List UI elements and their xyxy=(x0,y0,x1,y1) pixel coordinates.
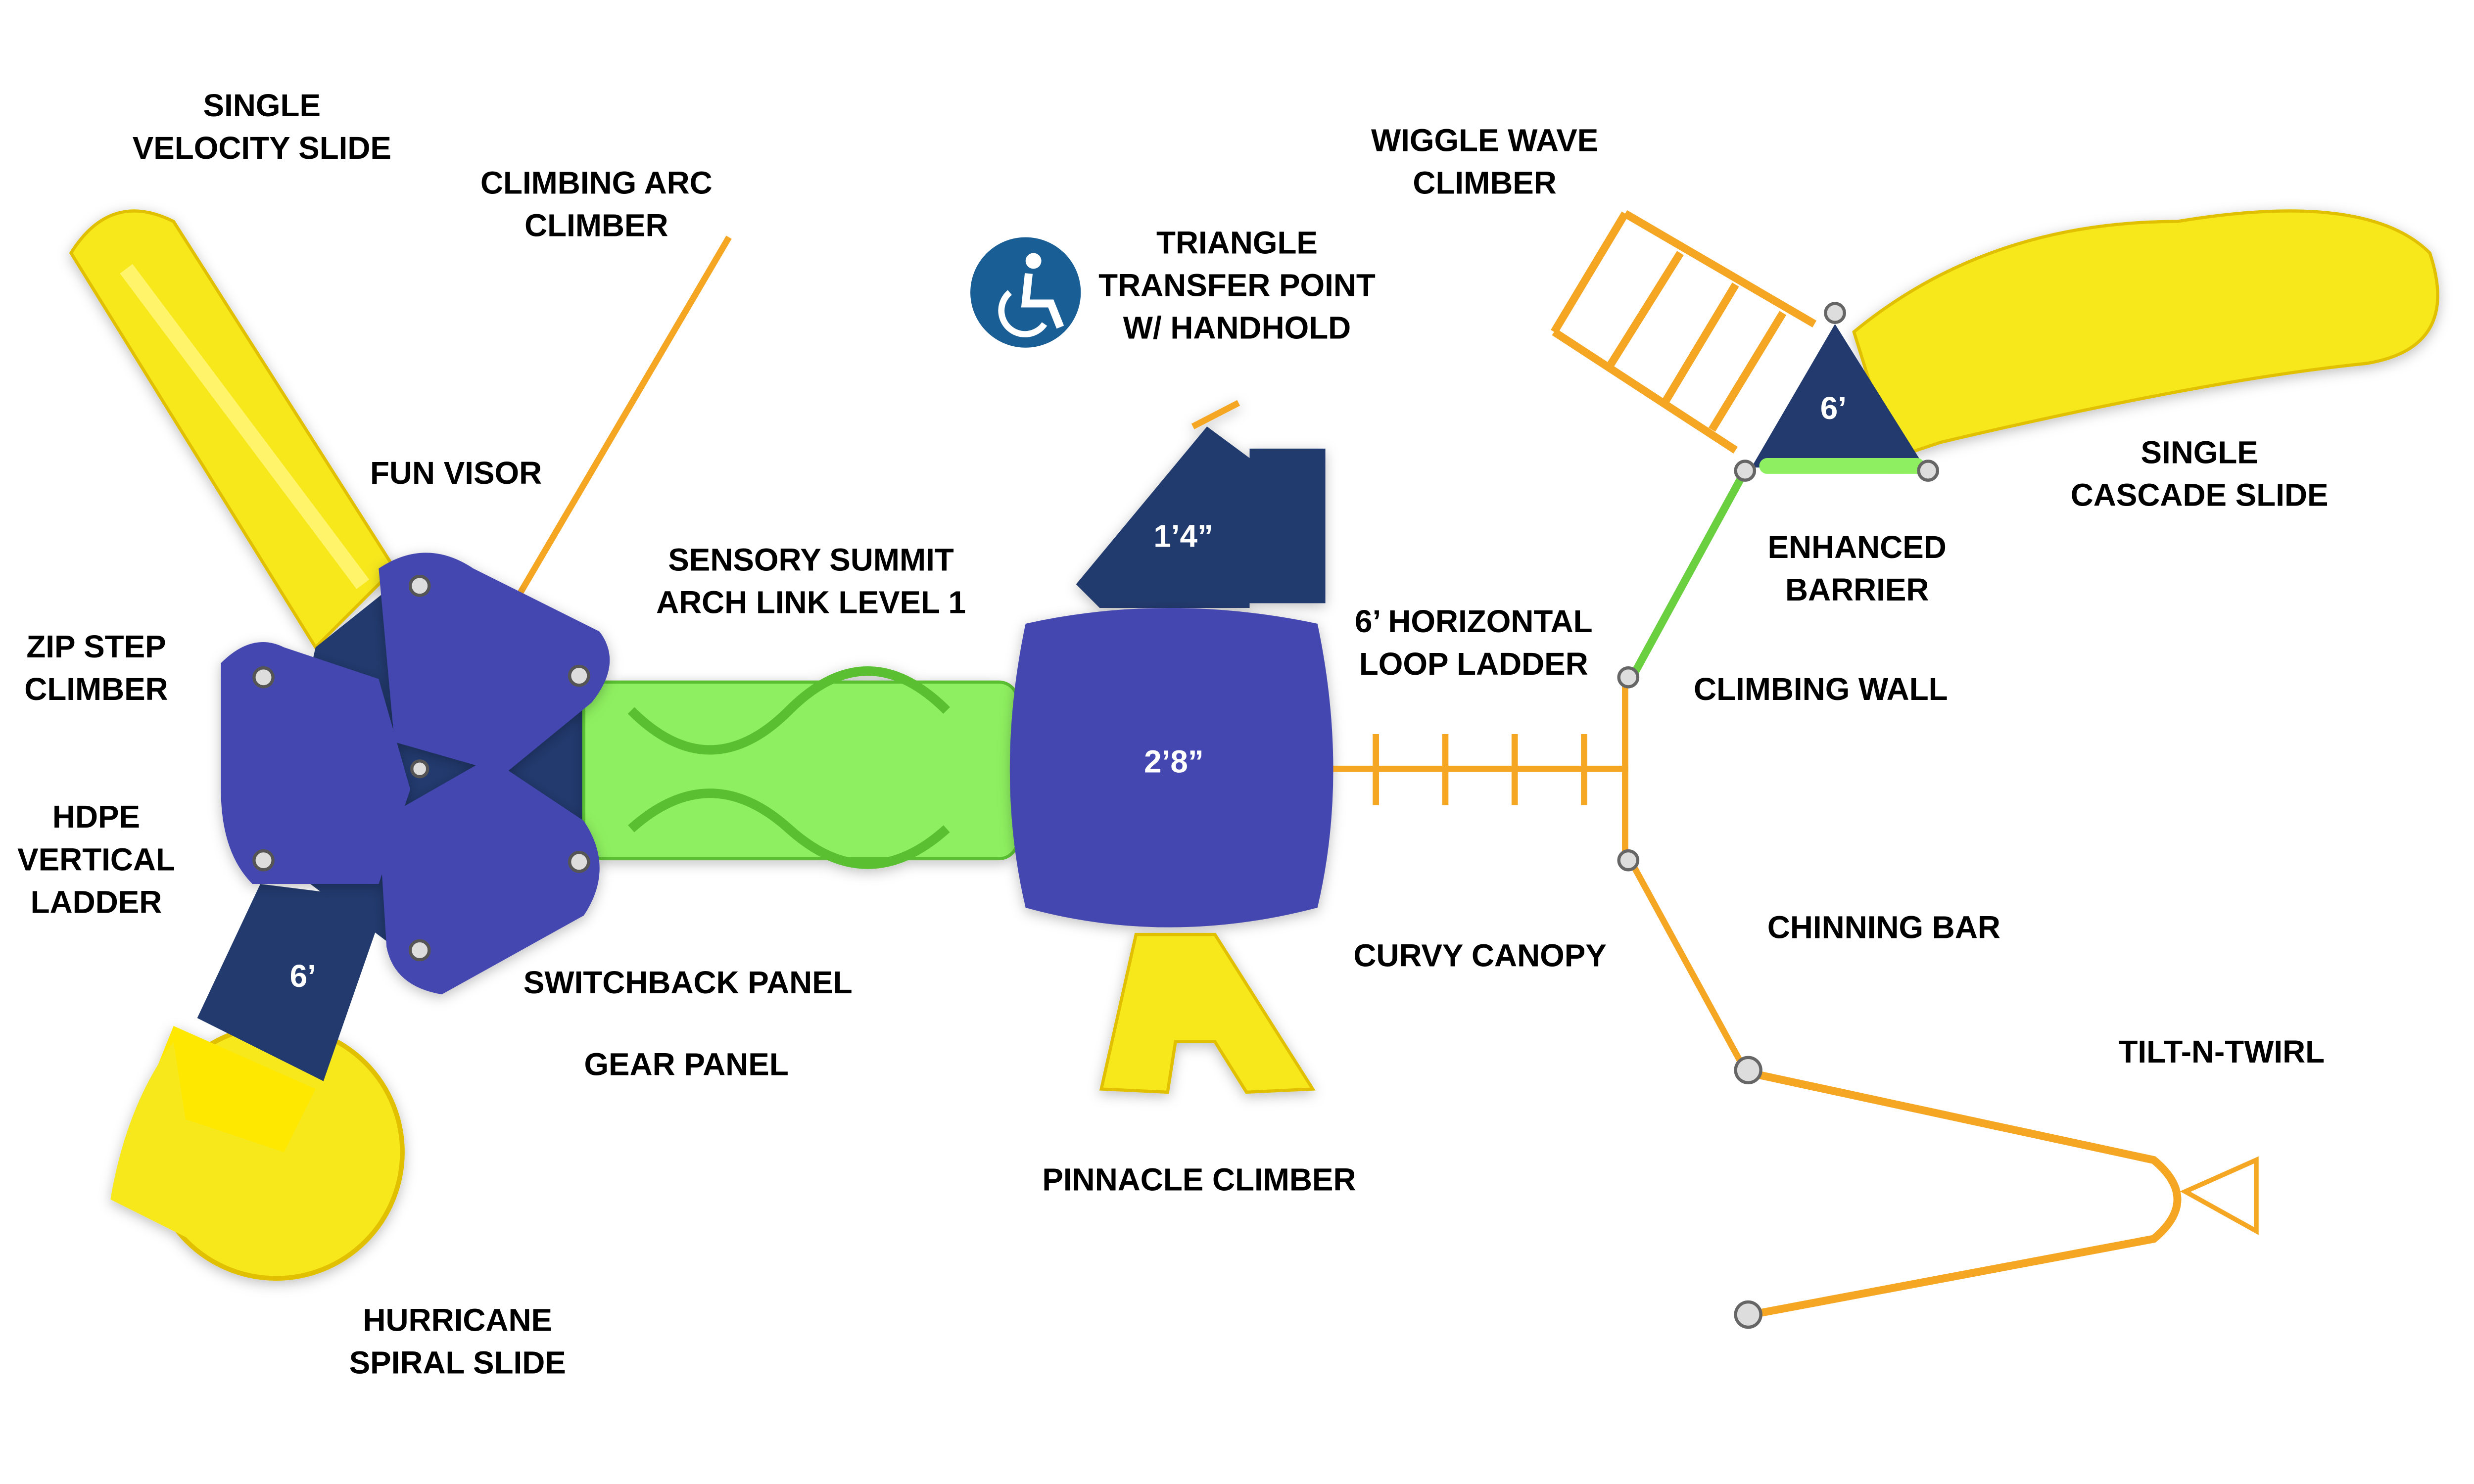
label-pinnacle-climber: PINNACLE CLIMBER xyxy=(1042,1162,1356,1198)
wiggle-wave-climber xyxy=(1551,210,1817,454)
chinning-bar xyxy=(1630,863,1748,1072)
triangle-transfer-point xyxy=(1076,400,1326,608)
horizontal-loop-ladder xyxy=(1333,679,1628,861)
right-deck xyxy=(1751,324,1925,468)
label-tilt-n-twirl: TILT-N-TWIRL xyxy=(2118,1034,2325,1069)
bolt-icons xyxy=(252,574,590,962)
hurricane-spiral-slide xyxy=(110,1023,405,1281)
transfer-step-height: 1’4” xyxy=(1153,518,1213,554)
enhanced-barrier xyxy=(1759,458,1925,474)
switchback-panel xyxy=(221,553,610,995)
label-switchback-panel: SWITCHBACK PANEL xyxy=(523,965,853,1000)
label-fun-visor: FUN VISOR xyxy=(370,455,542,491)
curvy-canopy xyxy=(1009,607,1333,928)
post-cap-icons xyxy=(1617,302,1940,1329)
climbing-arc-climber xyxy=(518,235,732,594)
tilt-n-twirl xyxy=(1750,1069,2259,1319)
label-curvy-canopy: CURVY CANOPY xyxy=(1353,938,1606,974)
label-gear-panel: GEAR PANEL xyxy=(584,1047,788,1082)
sensory-summit-arch-link xyxy=(582,666,1019,869)
climbing-wall xyxy=(1629,468,1749,678)
single-velocity-slide xyxy=(69,209,397,650)
hdpe-vertical-ladder xyxy=(197,883,387,1081)
wheelchair-accessibility-icon xyxy=(970,237,1081,348)
pinnacle-climber xyxy=(1099,932,1316,1094)
label-climbing-wall: CLIMBING WALL xyxy=(1694,671,1948,707)
label-chinning-bar: CHINNING BAR xyxy=(1767,909,2000,945)
single-cascade-slide xyxy=(1852,209,2439,461)
left-deck-height: 6’ xyxy=(290,958,316,994)
center-deck-height: 2’8” xyxy=(1144,743,1204,779)
right-deck-height: 6’ xyxy=(1820,390,1847,426)
